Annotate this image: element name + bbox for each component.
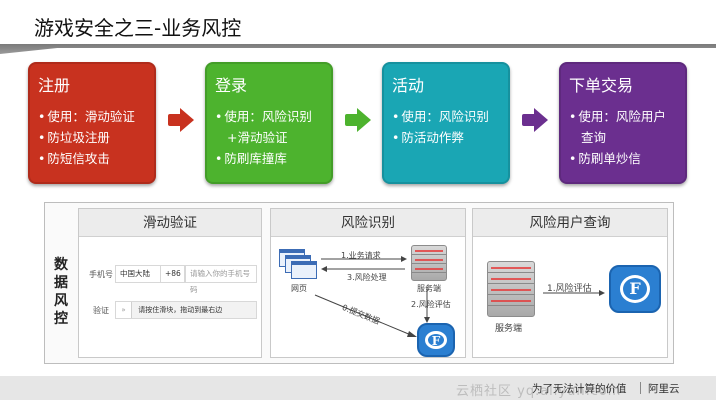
server-icon [487,261,535,317]
card-item: 防活动作弊 [392,127,500,148]
card-item: 使用：风险识别 [215,106,323,127]
arrow-right-icon [168,108,196,132]
card-title: 注册 [38,76,71,95]
card-item: 防短信攻击 [38,148,146,169]
card-item-continued: 查询 [581,130,607,145]
step1-label: 1.业务请求 [341,251,381,260]
country-code[interactable]: +86 [161,265,185,283]
card-item: 防刷单炒信 [569,148,677,169]
panel-title: 风险用户查询 [473,209,667,237]
panel-title: 风险识别 [271,209,465,237]
web-page-icon [291,261,317,279]
phone-input[interactable]: 请输入你的手机号码 [185,265,257,294]
card-register: 注册 使用：滑动验证 防垃圾注册 防短信攻击 [28,62,156,184]
card-title: 下单交易 [569,76,634,95]
section-label: 数据风控 [54,257,68,327]
panel-slider-captcha: 滑动验证 手机号 中国大陆 +86 请输入你的手机号码 验证 » 请按住滑块，拖… [78,208,262,358]
card-title: 登录 [215,76,248,95]
step3-label: 3.风险处理 [347,273,387,282]
step2-label: 2.风险评估 [411,300,451,309]
footer-divider [640,382,641,394]
card-order: 下单交易 使用：风险用户 查询 防刷单炒信 [559,62,687,184]
panel-risk-user-query: 风险用户查询 服务端 1.风险评估 F [472,208,668,358]
watermark: 云栖社区 yq.aliyun.com [456,384,622,399]
server-label: 服务端 [417,284,441,293]
card-activity: 活动 使用：风险识别 防活动作弊 [382,62,510,184]
aliyun-logo: 阿里云 [648,383,680,395]
server-label: 服务端 [495,324,523,334]
step-label: 1.风险评估 [547,284,592,294]
panel-title: 滑动验证 [79,209,261,237]
footer-slogan: 为了无法计算的价值 [532,383,627,395]
card-item: 使用：风险用户 [569,106,677,127]
server-icon [411,245,447,281]
arrow-right-icon [522,108,550,132]
phone-label: 手机号 [89,270,113,279]
risk-flow-arrows [314,256,430,337]
query-flow-arrow [543,290,605,296]
slider-handle-icon[interactable]: » [116,302,132,318]
card-item: 使用：风险识别 [392,106,500,127]
arrow-right-icon [345,108,373,132]
title-rule [0,44,716,54]
card-item: 使用：滑动验证 [38,106,146,127]
country-select[interactable]: 中国大陆 [115,265,161,283]
panel-risk-identification: 风险识别 网页 1.业务请求 3.风险处理 2.风险评估 0.提交数据 服务端 … [270,208,466,358]
verify-label: 验证 [93,306,109,315]
card-item: 防垃圾注册 [38,127,146,148]
card-title: 活动 [392,76,425,95]
web-label: 网页 [291,284,307,293]
card-login: 登录 使用：风险识别 +滑动验证 防刷库撞库 [205,62,333,184]
slide-title: 游戏安全之三-业务风控 [34,16,242,40]
card-item: 防刷库撞库 [215,148,323,169]
risk-shield-icon: F [609,265,661,313]
risk-shield-icon: F [417,323,455,357]
slider-hint: 请按住滑块，拖动到最右边 [138,306,223,314]
card-item-continued: +滑动验证 [227,130,288,145]
slider-captcha[interactable]: » 请按住滑块，拖动到最右边 [115,301,257,319]
footer-bar: 云栖社区 yq.aliyun.com 为了无法计算的价值 阿里云 [0,376,716,400]
